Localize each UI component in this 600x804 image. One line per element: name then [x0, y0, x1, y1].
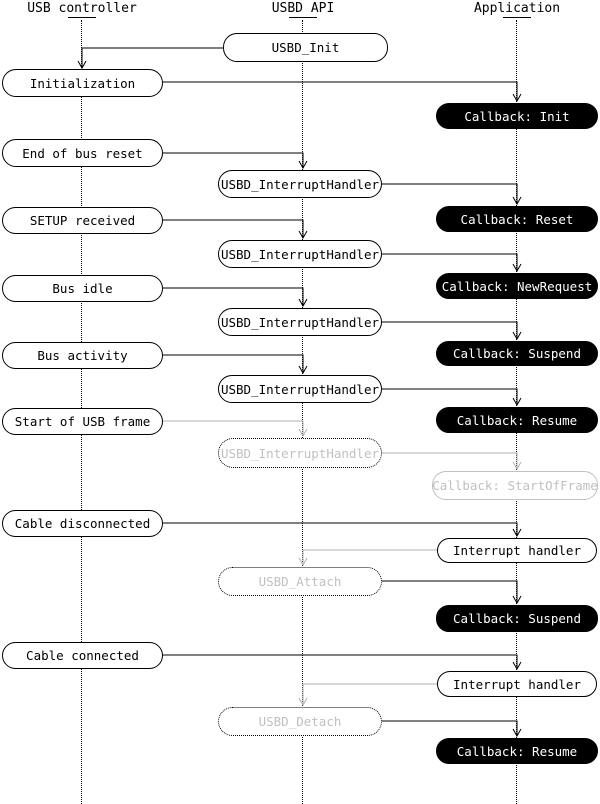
connector-ih4-to-callback-resume	[382, 388, 522, 407]
connector-usbd-attach-to-callback-suspend	[382, 580, 522, 605]
connector-interrupt-handler-to-usbd-detach	[298, 683, 437, 707]
connector-start-of-usb-frame-to-ghost-ih	[163, 420, 308, 438]
interrupt-handler-box-1: Interrupt handler	[437, 538, 597, 563]
lifeline-bar	[289, 17, 317, 18]
usbd-interrupthandler-box-2: USBD_InterruptHandler	[218, 240, 382, 268]
lifeline-usbd-api	[302, 20, 303, 804]
setup-received-box: SETUP received	[2, 207, 163, 234]
connector-usbd-init-to-initialization	[77, 47, 223, 70]
callback-reset-box: Callback: Reset	[436, 206, 598, 232]
interrupt-handler-box-2: Interrupt handler	[437, 671, 597, 697]
connector-ih2-to-callback-newrequest	[382, 253, 522, 273]
usbd-init-box: USBD_Init	[223, 33, 388, 62]
initialization-box: Initialization	[2, 69, 163, 97]
connector-setup-received-to-ih2	[163, 219, 308, 240]
callback-init-box: Callback: Init	[436, 103, 598, 129]
connector-cable-connected-to-interrupt-handler	[163, 654, 522, 671]
connector-initialization-to-callback-init	[163, 81, 522, 103]
callback-startofframe-box: Callback: StartOfFrame	[432, 471, 598, 500]
cable-connected-box: Cable connected	[2, 642, 163, 669]
connector-ih3-to-callback-suspend	[382, 321, 522, 341]
usbd-interrupthandler-box-1: USBD_InterruptHandler	[218, 170, 382, 198]
connector-ghost-ih-to-callback-startofframe	[382, 452, 522, 471]
connector-cable-disconnected-to-interrupt-handler	[163, 522, 522, 538]
usbd-interrupthandler-ghost-box: USBD_InterruptHandler	[218, 438, 382, 468]
usbd-detach-box: USBD_Detach	[218, 707, 382, 736]
lifeline-bar	[68, 17, 96, 18]
end-of-bus-reset-box: End of bus reset	[2, 139, 163, 167]
connector-interrupt-handler-to-usbd-attach	[298, 549, 437, 567]
cable-disconnected-box: Cable disconnected	[2, 510, 163, 537]
bus-activity-box: Bus activity	[2, 342, 163, 369]
usbd-attach-box: USBD_Attach	[218, 567, 382, 596]
connector-bus-activity-to-ih4	[163, 354, 308, 375]
lifeline-header-usb-controller: USB controller	[27, 1, 137, 16]
bus-idle-box: Bus idle	[2, 275, 163, 302]
usbd-interrupthandler-box-3: USBD_InterruptHandler	[218, 308, 382, 336]
callback-resume-box: Callback: Resume	[436, 407, 598, 433]
lifeline-header-application: Application	[473, 1, 561, 16]
connector-end-of-bus-reset-to-ih1	[163, 152, 308, 170]
callback-suspend-box: Callback: Suspend	[436, 341, 598, 366]
callback-resume-box-2: Callback: Resume	[436, 738, 598, 764]
lifeline-header-usbd-api: USBD API	[271, 1, 335, 16]
lifeline-bar	[503, 17, 531, 18]
connector-usbd-detach-to-callback-resume	[382, 720, 522, 738]
callback-newrequest-box: Callback: NewRequest	[436, 273, 598, 299]
connector-ih1-to-callback-reset	[382, 183, 522, 206]
callback-suspend-box-2: Callback: Suspend	[436, 605, 598, 632]
start-of-usb-frame-box: Start of USB frame	[2, 408, 163, 435]
connector-bus-idle-to-ih3	[163, 287, 308, 308]
usbd-interrupthandler-box-4: USBD_InterruptHandler	[218, 375, 382, 403]
